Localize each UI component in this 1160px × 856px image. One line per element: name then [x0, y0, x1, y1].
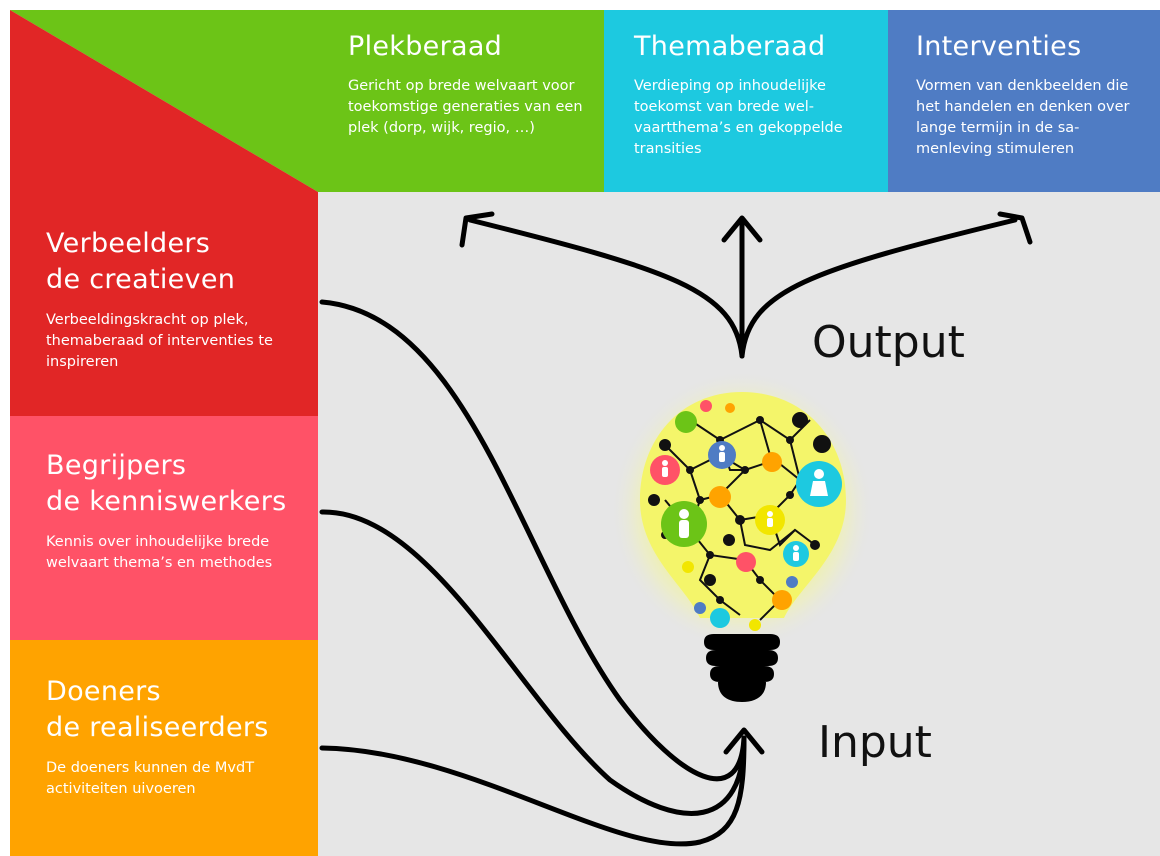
- person-icon: [709, 486, 731, 508]
- person-icon: [725, 403, 735, 413]
- output-box-plekberaad: Plekberaad Gericht op brede welvaart voo…: [348, 30, 598, 139]
- output-description: Gericht op brede welvaart voor toekomsti…: [348, 78, 583, 136]
- red-panel: [10, 10, 318, 416]
- person-icon: [786, 576, 798, 588]
- cyan-panel: [604, 10, 888, 192]
- input-description: De doeners kunnen de MvdT activiteiten u…: [46, 760, 255, 797]
- output-arrowhead-up: [721, 215, 763, 243]
- input-box-doeners: Doeners de realiseerders De doeners kunn…: [46, 674, 308, 800]
- output-title: Interventies: [916, 31, 1082, 62]
- output-arrow-left: [467, 217, 745, 359]
- output-description: Vormen van denkbeelden die het handelen …: [916, 78, 1130, 157]
- person-icon: [710, 608, 730, 628]
- input-arrow-doeners: [319, 735, 747, 847]
- input-title-line1: Begrijpers: [46, 450, 187, 481]
- input-box-verbeelders: Verbeelders de creatieven Verbeeldingskr…: [46, 226, 308, 373]
- input-title: Verbeelders de creatieven: [46, 226, 308, 298]
- lightbulb-network-icon: [610, 370, 874, 702]
- input-box-begrijpers: Begrijpers de kenniswerkers Kennis over …: [46, 448, 308, 574]
- output-title: Themaberaad: [634, 31, 826, 62]
- person-glyphs: [662, 445, 828, 561]
- input-title-line2: de kenniswerkers: [46, 486, 287, 517]
- blue-panel: [888, 10, 1160, 192]
- input-title-line2: de realiseerders: [46, 712, 269, 743]
- output-arrows: [459, 211, 1033, 359]
- output-arrowhead-left: [459, 211, 495, 248]
- network-node-large: [723, 534, 735, 546]
- green-panel: [10, 10, 604, 192]
- person-icon: [736, 552, 756, 572]
- pink-panel: [10, 416, 318, 640]
- person-icon: [762, 452, 782, 472]
- output-arrowhead-right: [997, 211, 1033, 245]
- input-description: Kennis over inhoudelijke brede welvaart …: [46, 534, 273, 571]
- input-label: Input: [818, 717, 932, 768]
- bulb-base: [704, 634, 780, 702]
- input-description: Verbeeldingskracht op plek, themaberaad …: [46, 312, 273, 370]
- network-node-large: [813, 435, 831, 453]
- output-box-interventies: Interventies Vormen van denkbeelden die …: [916, 30, 1152, 160]
- input-title-line1: Doeners: [46, 676, 161, 707]
- output-box-themaberaad: Themaberaad Verdieping op inhoudelijke t…: [634, 30, 878, 160]
- input-arrows: [319, 299, 765, 847]
- network-node-large: [704, 574, 716, 586]
- orange-panel: [10, 640, 318, 856]
- input-title-line1: Verbeelders: [46, 228, 211, 259]
- input-arrowhead: [723, 727, 765, 755]
- input-title: Begrijpers de kenniswerkers: [46, 448, 308, 520]
- output-title: Plekberaad: [348, 31, 503, 62]
- person-icon: [682, 561, 694, 573]
- person-icon: [675, 411, 697, 433]
- output-description: Verdieping op inhoudelijke toekomst van …: [634, 78, 843, 157]
- person-icon: [694, 602, 706, 614]
- output-arrow-right: [739, 217, 1018, 359]
- input-title-line2: de creatieven: [46, 264, 236, 295]
- input-arrow-begrijpers: [319, 509, 747, 816]
- input-title: Doeners de realiseerders: [46, 674, 308, 746]
- input-arrow-verbeelders: [319, 299, 747, 782]
- person-icon: [772, 590, 792, 610]
- person-icon: [749, 619, 761, 631]
- output-label: Output: [812, 317, 965, 368]
- person-icon: [700, 400, 712, 412]
